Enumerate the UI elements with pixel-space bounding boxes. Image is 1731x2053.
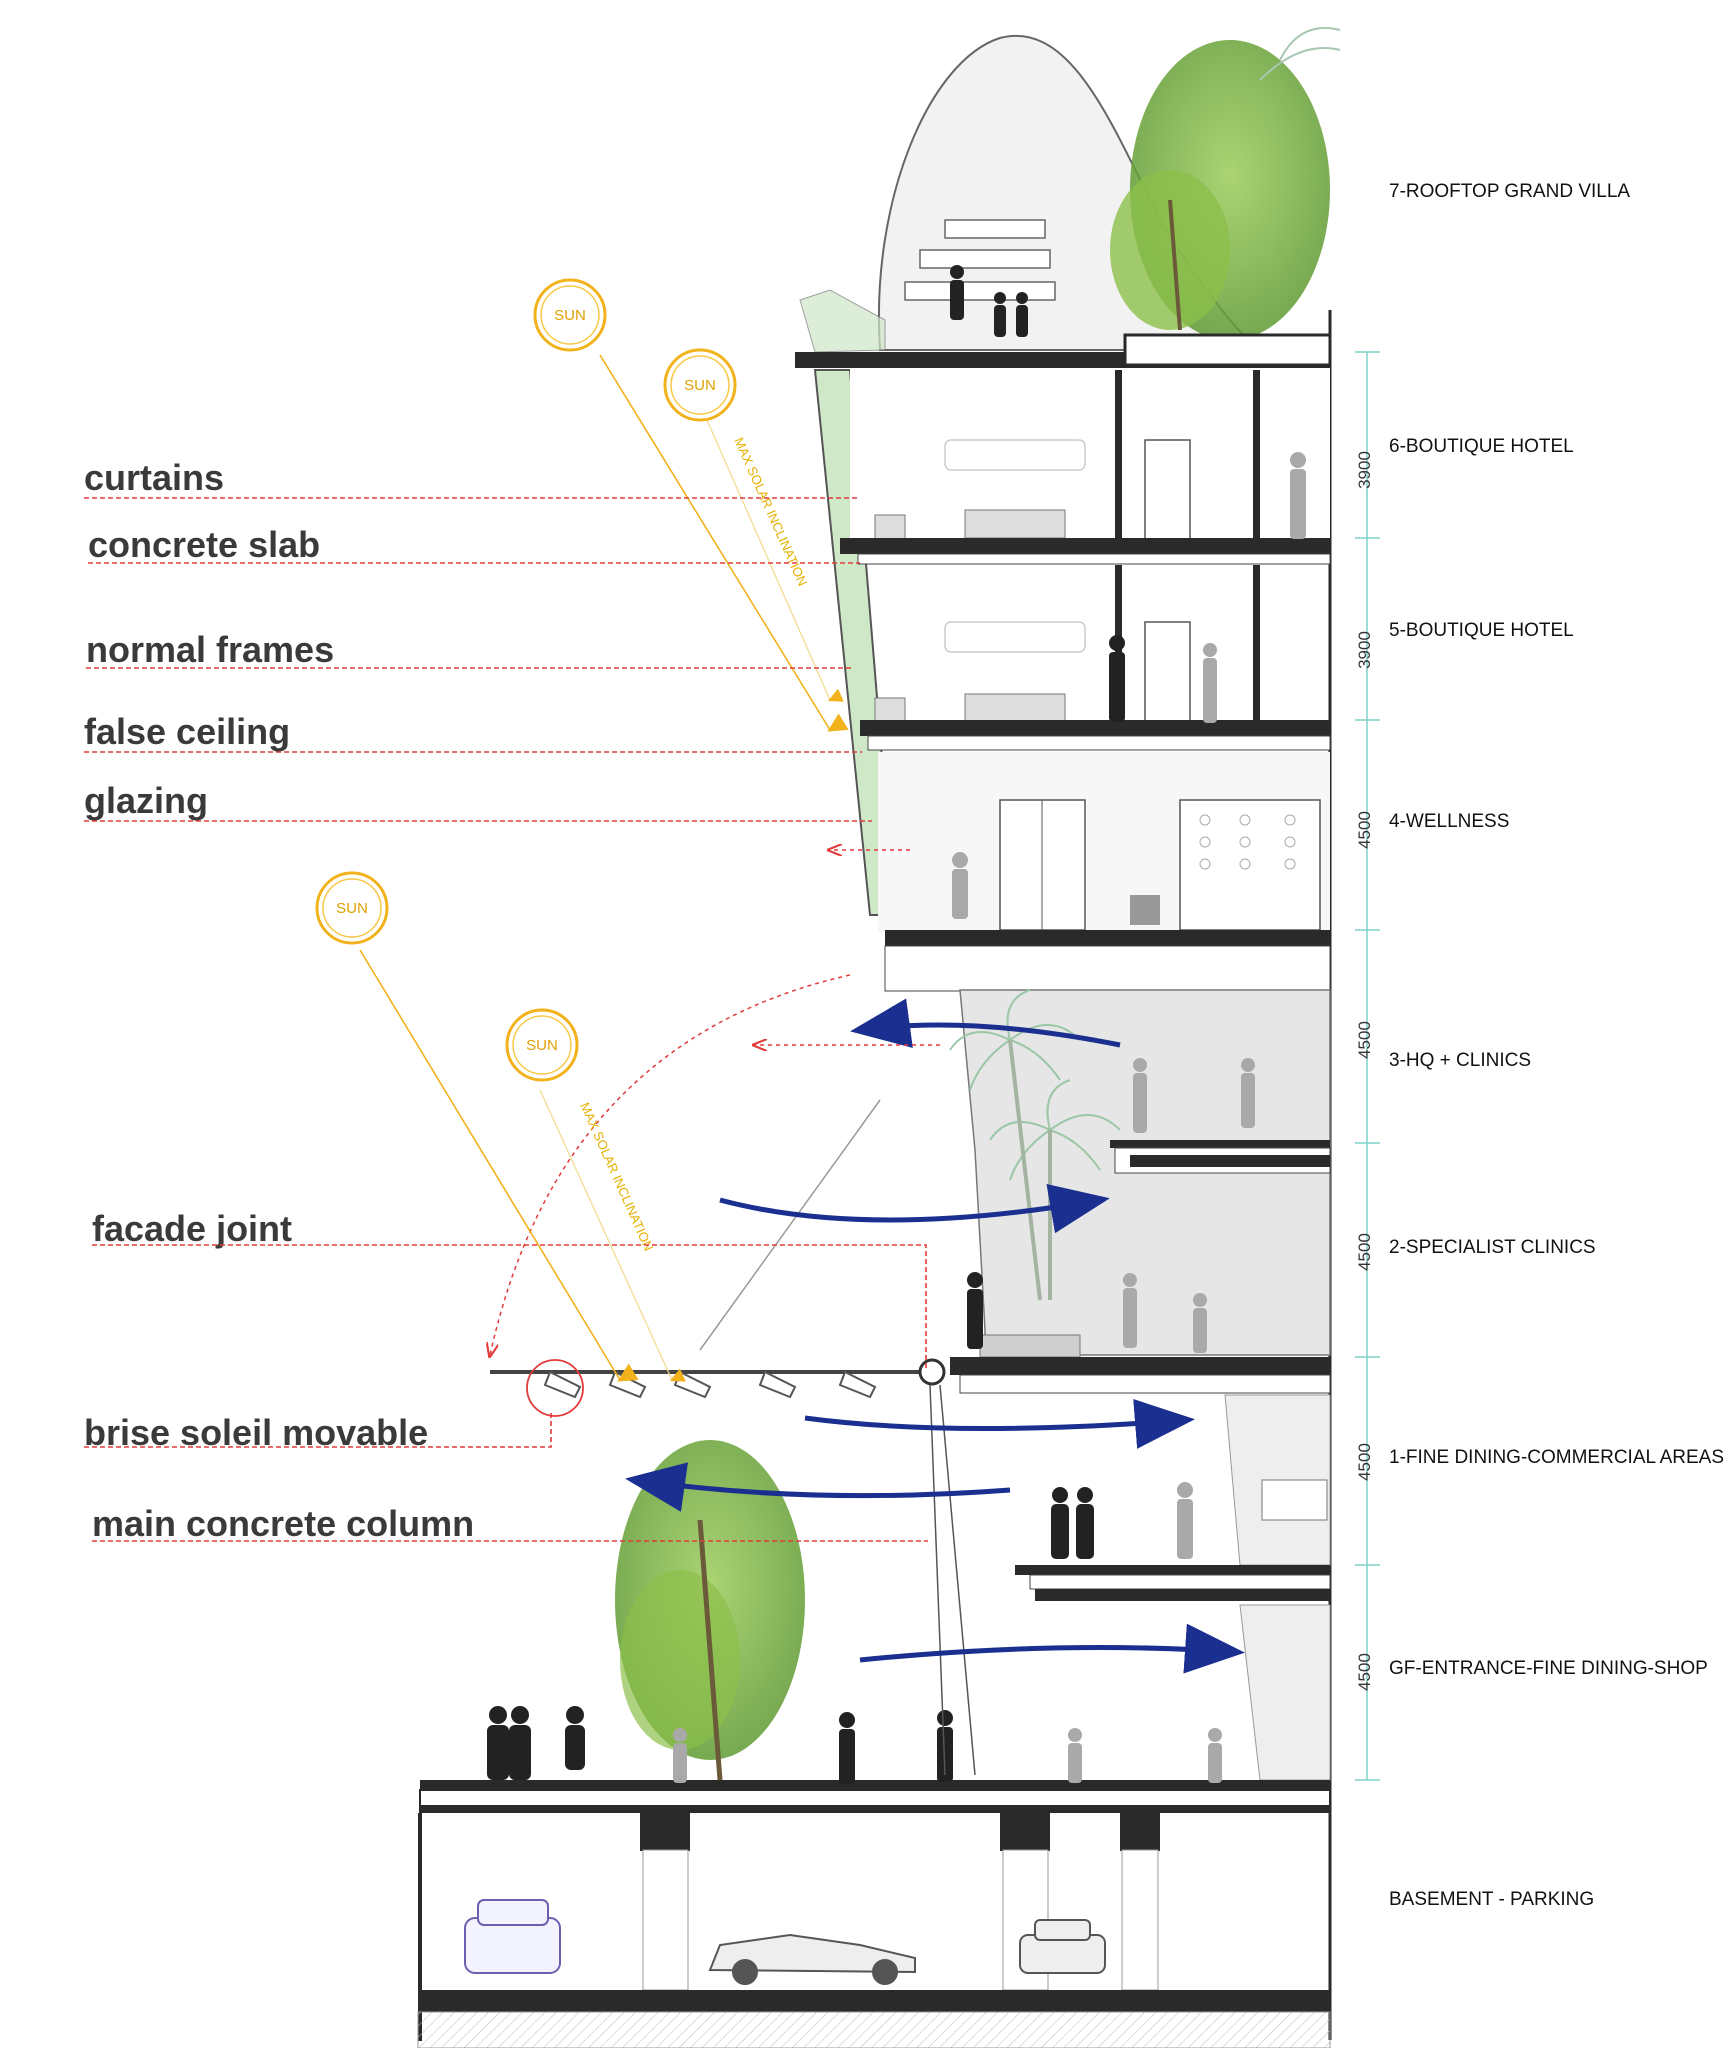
airflow-arrow	[859, 1623, 1245, 1674]
car-sports	[708, 1933, 916, 1985]
floor-height-f2: 4500	[1355, 1233, 1374, 1271]
rooftop-tree	[1110, 27, 1341, 340]
sun-label: SUN	[554, 307, 586, 324]
floor-label-f1: 1-FINE DINING-COMMERCIAL AREAS	[1389, 1447, 1724, 1468]
slab-2-1	[950, 1357, 1330, 1375]
sun-icon: SUN	[663, 348, 737, 422]
floor-label-f6: 6-BOUTIQUE HOTEL	[1389, 436, 1574, 457]
slab-6-5	[840, 538, 1330, 554]
sun-icon: SUN	[533, 278, 607, 352]
floor-label-gf: GF-ENTRANCE-FINE DINING-SHOP	[1389, 1658, 1708, 1679]
slab-5-4	[860, 720, 1330, 736]
building	[417, 27, 1341, 2049]
airflow-arrow	[850, 998, 1121, 1049]
brise-soleil-system	[490, 1099, 976, 1776]
callout-normal-frames: normal frames	[86, 629, 334, 670]
airflow-arrow	[804, 1398, 1195, 1449]
callouts: curtains concrete slab normal frames fal…	[84, 457, 928, 1544]
floor-height-f4: 4500	[1355, 811, 1374, 849]
sun-badges: SUN SUN SUN SUN	[315, 278, 737, 1082]
basement-slab	[418, 1990, 1330, 2012]
swing-arcs	[490, 850, 940, 1355]
sun-rays	[359, 354, 849, 1382]
people-grey	[673, 452, 1306, 1783]
plaza-tree	[615, 1440, 805, 1781]
max-solar-inclination-label: MAX SOLAR INCLINATION	[577, 1100, 656, 1253]
airflow-arrow	[719, 1183, 1110, 1234]
palm-trees	[949, 989, 1121, 1301]
floor-height-f3: 4500	[1355, 1021, 1374, 1059]
callout-brise-soleil: brise soleil movable	[84, 1412, 428, 1453]
floor-label-basement: BASEMENT - PARKING	[1389, 1889, 1594, 1910]
floor-height-f1: 4500	[1355, 1443, 1374, 1481]
slab-4-3	[885, 930, 1330, 946]
floor-height-f6: 3900	[1355, 451, 1374, 489]
callout-main-concrete-column: main concrete column	[92, 1503, 474, 1544]
sun-label: SUN	[336, 900, 368, 917]
sun-icon: SUN	[315, 871, 389, 945]
floor-label-rooftop: 7-ROOFTOP GRAND VILLA	[1389, 181, 1630, 202]
floor-label-f4: 4-WELLNESS	[1389, 811, 1509, 832]
callout-concrete-slab: concrete slab	[88, 524, 320, 565]
floor-label-f3: 3-HQ + CLINICS	[1389, 1050, 1531, 1071]
level-dimension-line: 3900 3900 4500 4500 4500 4500 4500	[1355, 351, 1380, 1781]
floor-height-gf: 4500	[1355, 1653, 1374, 1691]
floor-label-f2: 2-SPECIALIST CLINICS	[1389, 1237, 1596, 1258]
sun-icon: SUN	[505, 1008, 579, 1082]
sun-label: SUN	[684, 377, 716, 394]
car-suv	[464, 1899, 561, 1974]
airflow-arrows	[625, 998, 1245, 1674]
floor-label-f5: 5-BOUTIQUE HOTEL	[1389, 620, 1574, 641]
floor-labels: 7-ROOFTOP GRAND VILLA 6-BOUTIQUE HOTEL 5…	[1389, 181, 1724, 1910]
callout-false-ceiling: false ceiling	[84, 711, 290, 752]
callout-glazing: glazing	[84, 780, 208, 821]
airflow-arrow	[625, 1462, 1011, 1512]
callout-facade-joint: facade joint	[92, 1208, 292, 1249]
floor-height-f5: 3900	[1355, 631, 1374, 669]
people	[487, 265, 1125, 1784]
callout-curtains: curtains	[84, 457, 224, 498]
sun-label: SUN	[526, 1037, 558, 1054]
car-coupe	[1019, 1919, 1106, 1974]
